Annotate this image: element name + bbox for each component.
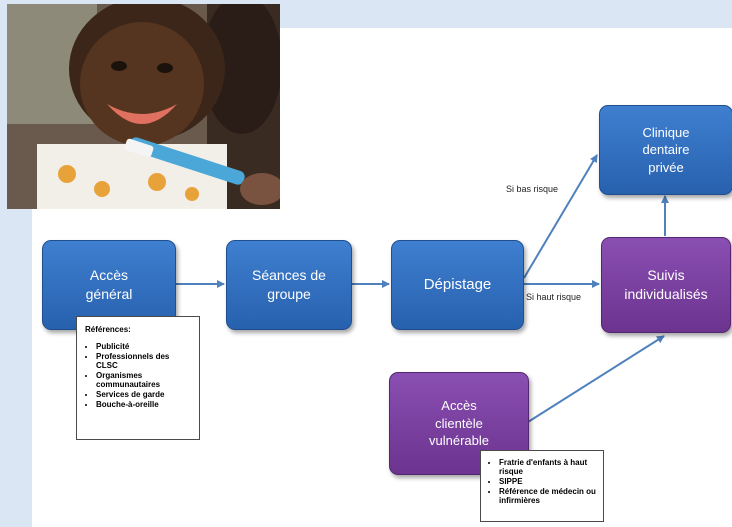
edge-label-bas-risque: Si bas risque <box>506 184 559 194</box>
arrow-depistage-to-clinique <box>523 154 598 279</box>
photo-illustration <box>7 4 280 209</box>
reference-item: Bouche-à-oreille <box>96 400 193 409</box>
vulnerable-criteria-item: Référence de médecin ou infirmières <box>499 487 598 505</box>
edge-label-haut-risque: Si haut risque <box>526 292 582 302</box>
vulnerable-criteria-item: Fratrie d'enfants à haut risque <box>499 458 598 476</box>
node-seances-de-groupe: Séances de groupe <box>226 240 352 330</box>
vulnerable-criteria-list: Fratrie d'enfants à haut risque SIPPE Ré… <box>488 458 598 505</box>
references-list: Publicité Professionnels des CLSC Organi… <box>85 342 193 409</box>
vulnerable-criteria-item: SIPPE <box>499 477 598 486</box>
reference-item: Services de garde <box>96 390 193 399</box>
vulnerable-criteria-note: Fratrie d'enfants à haut risque SIPPE Ré… <box>480 450 604 522</box>
reference-item: Organismes communautaires <box>96 371 193 389</box>
references-note-title: Références: <box>85 325 131 334</box>
baby-toothbrush-photo <box>7 4 280 209</box>
node-depistage: Dépistage <box>391 240 524 330</box>
arrow-vulnerable-to-suivis <box>527 335 665 423</box>
references-note: Références: Publicité Professionnels des… <box>76 316 200 440</box>
reference-item: Publicité <box>96 342 193 351</box>
node-acces-general: Accès général <box>42 240 176 330</box>
node-suivis-individualises: Suivis individualisés <box>601 237 731 333</box>
node-clinique-dentaire-privee: Clinique dentaire privée <box>599 105 732 195</box>
reference-item: Professionnels des CLSC <box>96 352 193 370</box>
